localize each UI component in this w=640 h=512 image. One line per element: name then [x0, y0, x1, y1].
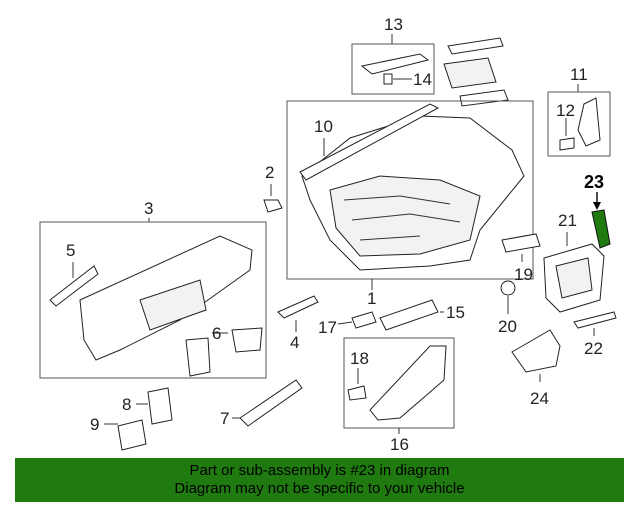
callout-3[interactable]: 3 [144, 199, 153, 218]
callout-1[interactable]: 1 [367, 289, 376, 308]
banner-line-2: Diagram may not be specific to your vehi… [174, 480, 465, 497]
callout-20[interactable]: 20 [498, 317, 517, 336]
callout-9[interactable]: 9 [90, 415, 99, 434]
banner-line-1: Part or sub-assembly is #23 in diagram [189, 462, 450, 479]
part-2: 2 [263, 163, 283, 213]
fitment-banner: Part or sub-assembly is #23 in diagram D… [15, 458, 624, 502]
callout-17[interactable]: 17 [318, 318, 337, 337]
part-23[interactable]: 23 [584, 172, 611, 249]
group-11: 11 12 [547, 65, 611, 157]
callout-2[interactable]: 2 [265, 163, 274, 182]
callout-5[interactable]: 5 [66, 241, 75, 260]
callout-11[interactable]: 11 [570, 65, 588, 84]
callout-7[interactable]: 7 [220, 409, 229, 428]
callout-23[interactable]: 23 [584, 172, 604, 192]
callout-6[interactable]: 6 [212, 324, 221, 343]
callout-16[interactable]: 16 [390, 435, 409, 454]
group-3: 3 5 6 [39, 199, 267, 379]
part-4: 4 [277, 295, 319, 352]
callout-18[interactable]: 18 [350, 349, 369, 368]
callout-19[interactable]: 19 [514, 265, 533, 284]
parts-15-17: 15 17 [318, 299, 465, 337]
parts-7-8-9: 7 8 9 [90, 379, 303, 451]
trim-panels [443, 37, 509, 107]
callout-8[interactable]: 8 [122, 395, 131, 414]
callout-24[interactable]: 24 [530, 389, 549, 408]
group-1: 1 10 [286, 100, 534, 308]
group-13: 13 14 [351, 15, 435, 95]
callout-10[interactable]: 10 [314, 117, 333, 136]
callout-21[interactable]: 21 [558, 211, 577, 230]
callout-12[interactable]: 12 [556, 101, 575, 120]
callout-4[interactable]: 4 [290, 333, 299, 352]
group-16: 18 16 [343, 337, 455, 454]
callout-14[interactable]: 14 [413, 70, 432, 89]
callout-15[interactable]: 15 [446, 303, 465, 322]
callout-22[interactable]: 22 [584, 339, 603, 358]
center-console-parts: 19 20 21 22 24 [498, 211, 617, 408]
callout-13[interactable]: 13 [384, 15, 403, 34]
